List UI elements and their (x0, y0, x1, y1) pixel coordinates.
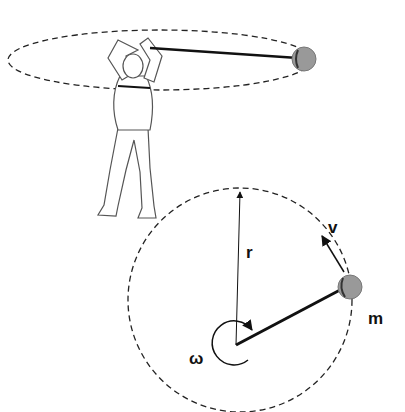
ball-grip (296, 50, 298, 68)
mass-label: m (368, 310, 383, 327)
rod-line (236, 290, 340, 345)
string-line (150, 48, 298, 58)
ball-grip (341, 278, 345, 297)
velocity-label: v (328, 219, 337, 236)
ball (292, 47, 316, 71)
mass-ball (338, 275, 362, 299)
orbit-ellipse (8, 30, 312, 90)
radius-label: r (246, 244, 253, 261)
omega-arrow (212, 321, 252, 365)
velocity-arrow (322, 236, 344, 272)
club-shaft (118, 86, 150, 88)
golfer-figure (98, 38, 162, 218)
omega-label: ω (189, 350, 203, 367)
orbit-circle (128, 188, 352, 412)
